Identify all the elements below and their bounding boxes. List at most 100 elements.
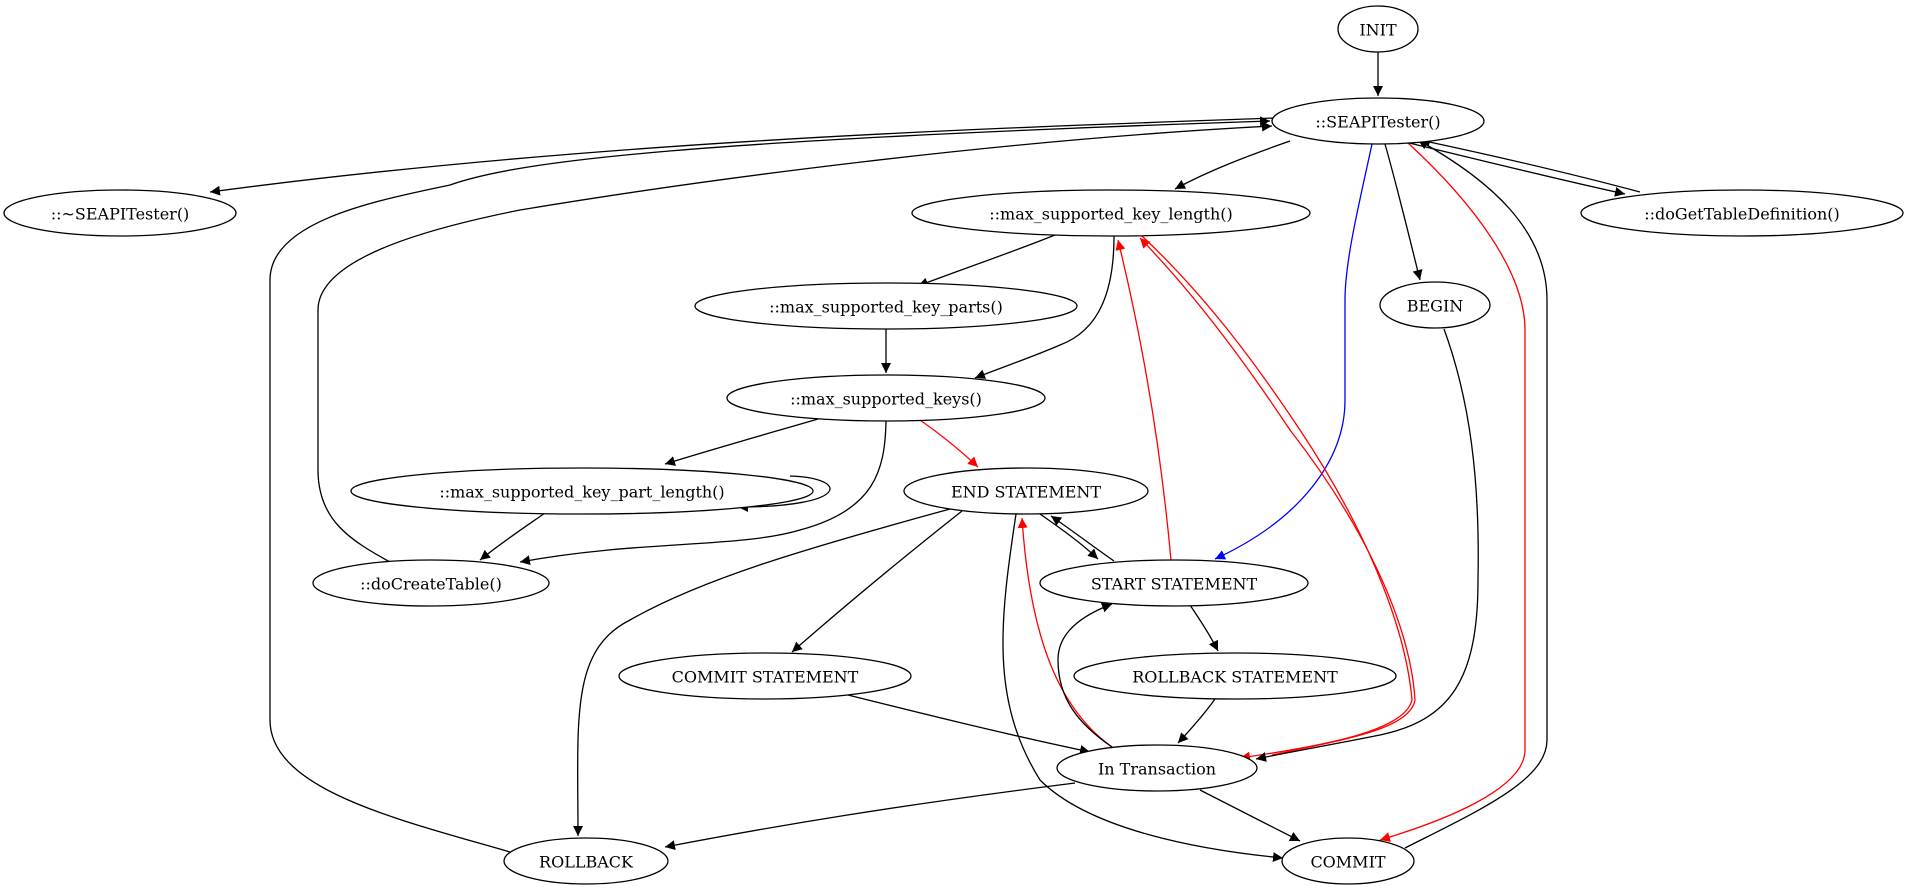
node-end-stmt[interactable]: END STATEMENT <box>903 467 1149 515</box>
node-shape <box>503 837 669 885</box>
edge-create-table-to-ctor <box>317 121 1273 563</box>
node-label: COMMIT <box>1310 853 1385 872</box>
edge-line <box>1115 239 1172 561</box>
edge-line <box>1177 698 1216 744</box>
edge-line <box>1404 139 1548 849</box>
edge-line <box>519 420 887 566</box>
edge-commit-stmt-to-in-txn <box>847 694 1091 755</box>
edge-line <box>664 418 819 466</box>
node-commit-stmt[interactable]: COMMIT STATEMENT <box>618 652 912 700</box>
node-label: START STATEMENT <box>1091 575 1258 594</box>
edge-line <box>1214 143 1373 560</box>
edge-commit-to-ctor <box>1404 139 1548 849</box>
node-shape <box>1039 559 1309 607</box>
edge-line <box>847 694 1091 755</box>
node-init[interactable]: INIT <box>1337 5 1419 53</box>
node-shape <box>3 189 237 237</box>
edge-end-stmt-to-rollback <box>572 508 951 837</box>
node-label: BEGIN <box>1407 297 1464 316</box>
edge-line <box>1057 602 1113 748</box>
edge-ctor-to-key-length <box>1174 140 1291 190</box>
edge-line <box>1379 142 1526 842</box>
node-begin[interactable]: BEGIN <box>1379 281 1491 329</box>
node-rollback-stmt[interactable]: ROLLBACK STATEMENT <box>1073 652 1397 700</box>
edge-keys-to-key-part-length <box>664 418 819 466</box>
edge-ctor-to-start-stmt <box>1214 143 1373 560</box>
edge-keys-to-create-table <box>519 420 887 566</box>
edge-in-txn-to-start-stmt <box>1057 602 1113 748</box>
node-key-length[interactable]: ::max_supported_key_length() <box>911 189 1311 237</box>
edge-line <box>919 419 979 468</box>
node-shape <box>911 189 1311 237</box>
edge-line <box>917 234 1056 288</box>
node-get-table-def[interactable]: ::doGetTableDefinition() <box>1580 189 1904 237</box>
nodes-layer: INIT::SEAPITester()::~SEAPITester()::max… <box>3 5 1904 885</box>
edge-line <box>791 510 963 653</box>
edge-ctor-to-dtor <box>209 117 1276 196</box>
edge-begin-to-in-txn <box>1255 328 1479 762</box>
node-label: ::max_supported_key_part_length() <box>439 483 724 502</box>
edge-rollback-to-ctor <box>269 116 1271 853</box>
node-label: In Transaction <box>1098 760 1216 779</box>
edge-line <box>479 512 546 561</box>
node-shape <box>1056 744 1258 792</box>
edge-in-txn-to-rollback <box>664 782 1076 851</box>
edge-key-part-length-to-create-table <box>479 512 546 561</box>
node-key-part-length[interactable]: ::max_supported_key_part_length() <box>350 467 814 515</box>
node-commit[interactable]: COMMIT <box>1281 837 1415 885</box>
node-shape <box>1580 189 1904 237</box>
node-shape <box>1073 652 1397 700</box>
node-shape <box>1271 97 1485 145</box>
node-shape <box>1281 837 1415 885</box>
node-shape <box>694 282 1078 330</box>
edge-line <box>269 116 1271 853</box>
node-create-table[interactable]: ::doCreateTable() <box>312 559 550 607</box>
edge-rollback-stmt-to-in-txn <box>1177 698 1216 744</box>
edge-line <box>1189 604 1219 652</box>
edge-line <box>737 475 831 512</box>
edge-keys-to-end-stmt <box>919 419 979 468</box>
node-rollback[interactable]: ROLLBACK <box>503 837 669 885</box>
node-label: ::max_supported_keys() <box>790 390 982 409</box>
edge-line <box>664 782 1076 851</box>
edge-line <box>209 117 1276 196</box>
edge-line <box>572 508 951 837</box>
node-shape <box>726 374 1046 422</box>
node-label: ROLLBACK STATEMENT <box>1132 668 1338 687</box>
node-label: COMMIT STATEMENT <box>672 668 859 687</box>
edge-line <box>1384 143 1423 281</box>
edge-ctor-to-begin <box>1384 143 1423 281</box>
node-shape <box>1379 281 1491 329</box>
edge-ctor-to-commit <box>1379 142 1526 842</box>
edge-line <box>1174 140 1291 190</box>
node-label: ::max_supported_key_length() <box>989 205 1233 224</box>
node-label: ROLLBACK <box>539 853 634 872</box>
node-label: ::doGetTableDefinition() <box>1644 205 1840 224</box>
edge-in-txn-to-commit <box>1199 789 1301 842</box>
node-key-parts[interactable]: ::max_supported_key_parts() <box>694 282 1078 330</box>
edge-line <box>1017 517 1113 748</box>
node-shape <box>618 652 912 700</box>
edge-key-length-to-key-parts <box>917 234 1056 288</box>
node-label: ::doCreateTable() <box>360 575 502 594</box>
edge-line <box>1039 513 1099 560</box>
edges-layer <box>209 52 1641 863</box>
edge-line <box>317 121 1273 563</box>
edge-line <box>1050 515 1115 562</box>
edge-get-table-def-to-ctor <box>1419 137 1641 193</box>
node-start-stmt[interactable]: START STATEMENT <box>1039 559 1309 607</box>
edge-start-stmt-to-rollback-stmt <box>1189 604 1219 652</box>
node-ctor[interactable]: ::SEAPITester() <box>1271 97 1485 145</box>
node-label: ::max_supported_key_parts() <box>769 298 1003 317</box>
node-label: END STATEMENT <box>951 483 1101 502</box>
edge-line <box>1002 513 1284 863</box>
edge-end-stmt-to-start-stmt <box>1039 513 1099 560</box>
edge-in-txn-to-end-stmt <box>1017 517 1113 748</box>
node-shape <box>350 467 814 515</box>
node-in-txn[interactable]: In Transaction <box>1056 744 1258 792</box>
node-label: ::SEAPITester() <box>1315 113 1440 132</box>
node-dtor[interactable]: ::~SEAPITester() <box>3 189 237 237</box>
edge-line <box>1141 235 1413 762</box>
edge-start-stmt-to-end-stmt <box>1050 515 1115 562</box>
node-keys[interactable]: ::max_supported_keys() <box>726 374 1046 422</box>
